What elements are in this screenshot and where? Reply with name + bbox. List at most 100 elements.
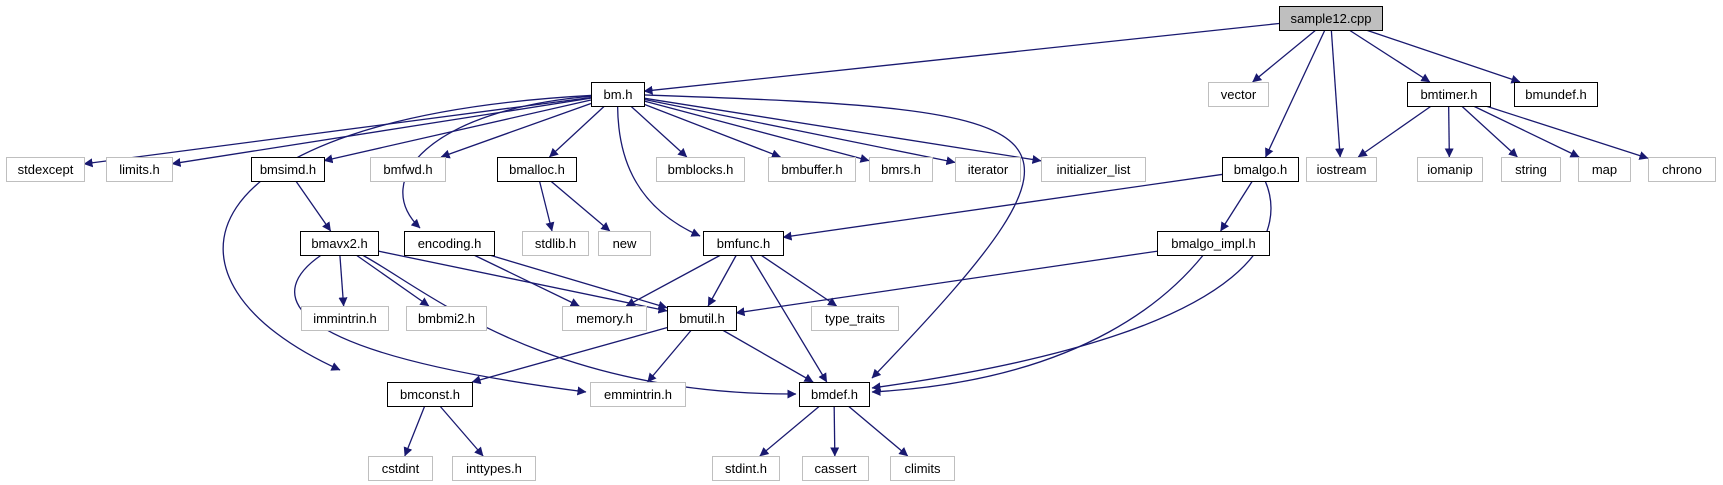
node-bmbmi2-h: bmbmi2.h	[406, 306, 487, 331]
node-box	[811, 306, 899, 331]
edge-bm-h-to-bmblocks-h	[630, 105, 688, 158]
node-bmconst-h[interactable]: bmconst.h	[387, 382, 473, 407]
node-box	[1407, 82, 1491, 107]
edge-bmfunc-h-to-type-traits	[760, 254, 838, 307]
node-box	[368, 456, 433, 481]
node-immintrin-h: immintrin.h	[301, 306, 389, 331]
node-bmtimer-h[interactable]: bmtimer.h	[1407, 82, 1491, 107]
node-bm-h[interactable]: bm.h	[591, 82, 645, 107]
edge-bmdef-h-to-stdint-h	[759, 405, 821, 457]
node-label: chrono	[1662, 162, 1702, 177]
node-bmfunc-h[interactable]: bmfunc.h	[703, 231, 784, 256]
node-iterator: iterator	[955, 157, 1021, 182]
edge-bmfunc-h-to-memory-h	[625, 254, 722, 307]
edge-bmutil-h-to-bmconst-h	[471, 327, 668, 385]
edge-bmavx2-h-to-bmdef-h	[361, 254, 797, 399]
node-box	[106, 157, 173, 182]
node-bmutil-h[interactable]: bmutil.h	[667, 306, 737, 331]
edge-bmavx2-h-to-bmbmi2-h	[355, 254, 430, 307]
node-bmsimd-h[interactable]: bmsimd.h	[251, 157, 325, 182]
node-stdexcept: stdexcept	[6, 157, 85, 182]
node-box	[406, 306, 487, 331]
node-label: bmdef.h	[811, 387, 858, 402]
node-bmavx2-h[interactable]: bmavx2.h	[300, 231, 379, 256]
node-bmalgo-impl-h[interactable]: bmalgo_impl.h	[1157, 231, 1270, 256]
node-string: string	[1501, 157, 1561, 182]
node-encoding-h[interactable]: encoding.h	[404, 231, 495, 256]
node-label: bmavx2.h	[311, 236, 367, 251]
node-box	[703, 231, 784, 256]
node-label: bm.h	[604, 87, 633, 102]
node-box	[387, 382, 473, 407]
node-box	[251, 157, 325, 182]
edge-bmalloc-h-to-new	[550, 180, 611, 232]
node-box	[802, 456, 869, 481]
node-new: new	[598, 231, 651, 256]
node-cstdint: cstdint	[368, 456, 433, 481]
node-box	[955, 157, 1021, 182]
edge-bm-h-to-encoding-h	[402, 95, 592, 229]
node-box	[1041, 157, 1146, 182]
edge-bm-h-to-bmrs-h	[643, 100, 870, 163]
node-label: bmbuffer.h	[781, 162, 842, 177]
node-label: bmfunc.h	[717, 236, 770, 251]
node-box	[404, 231, 495, 256]
edge-bmconst-h-to-inttypes-h	[439, 405, 484, 457]
edge-bmutil-h-to-emmintrin-h	[647, 329, 692, 383]
node-box	[1417, 157, 1483, 182]
node-label: iterator	[968, 162, 1009, 177]
node-box	[452, 456, 536, 481]
node-initializer-list: initializer_list	[1041, 157, 1146, 182]
node-box	[1514, 82, 1598, 107]
node-sample12-cpp[interactable]: sample12.cpp	[1279, 6, 1383, 31]
node-label: bmundef.h	[1525, 87, 1586, 102]
node-label: climits	[904, 461, 941, 476]
edge-bm-h-to-bmdef-h	[643, 94, 1025, 379]
node-label: bmfwd.h	[383, 162, 432, 177]
node-box	[799, 382, 870, 407]
node-box	[869, 157, 933, 182]
node-label: limits.h	[119, 162, 159, 177]
edge-bmfunc-h-to-bmutil-h	[707, 254, 737, 307]
node-box	[598, 231, 651, 256]
node-label: bmalloc.h	[509, 162, 565, 177]
edge-bmdef-h-to-climits	[847, 405, 909, 457]
edge-encoding-h-to-memory-h	[473, 254, 580, 307]
node-label: encoding.h	[418, 236, 482, 251]
edge-bmalgo-impl-h-to-bmdef-h	[871, 254, 1204, 397]
edge-bmutil-h-to-bmdef-h	[722, 329, 814, 383]
edge-bm-h-to-bmfwd-h	[440, 102, 592, 159]
edge-bm-h-to-initializer-list	[643, 97, 1042, 164]
node-bmalloc-h[interactable]: bmalloc.h	[497, 157, 577, 182]
node-box	[712, 456, 780, 481]
node-bmfwd-h: bmfwd.h	[370, 157, 446, 182]
node-box	[300, 231, 379, 256]
edge-sample12-cpp-to-vector	[1252, 29, 1317, 83]
node-bmdef-h[interactable]: bmdef.h	[799, 382, 870, 407]
node-label: bmtimer.h	[1420, 87, 1477, 102]
edge-bmalgo-h-to-bmfunc-h	[782, 173, 1223, 241]
node-box	[301, 306, 389, 331]
node-box	[370, 157, 446, 182]
node-label: sample12.cpp	[1291, 11, 1372, 26]
node-box	[667, 306, 737, 331]
node-bmalgo-h[interactable]: bmalgo.h	[1222, 157, 1299, 182]
node-box	[1306, 157, 1377, 182]
node-bmundef-h[interactable]: bmundef.h	[1514, 82, 1598, 107]
edge-bmtimer-h-to-map	[1473, 105, 1580, 158]
node-map: map	[1578, 157, 1631, 182]
node-label: bmalgo.h	[1234, 162, 1287, 177]
node-memory-h: memory.h	[562, 306, 647, 331]
node-chrono: chrono	[1648, 157, 1716, 182]
node-label: stdexcept	[18, 162, 74, 177]
node-box	[590, 382, 686, 407]
node-label: stdint.h	[725, 461, 767, 476]
edge-bmalloc-h-to-stdlib-h	[538, 180, 555, 232]
edge-bmtimer-h-to-iostream	[1357, 105, 1432, 158]
node-vector: vector	[1208, 82, 1269, 107]
edge-bm-h-to-bmbuffer-h	[643, 103, 781, 159]
node-box	[1578, 157, 1631, 182]
node-label: emmintrin.h	[604, 387, 672, 402]
